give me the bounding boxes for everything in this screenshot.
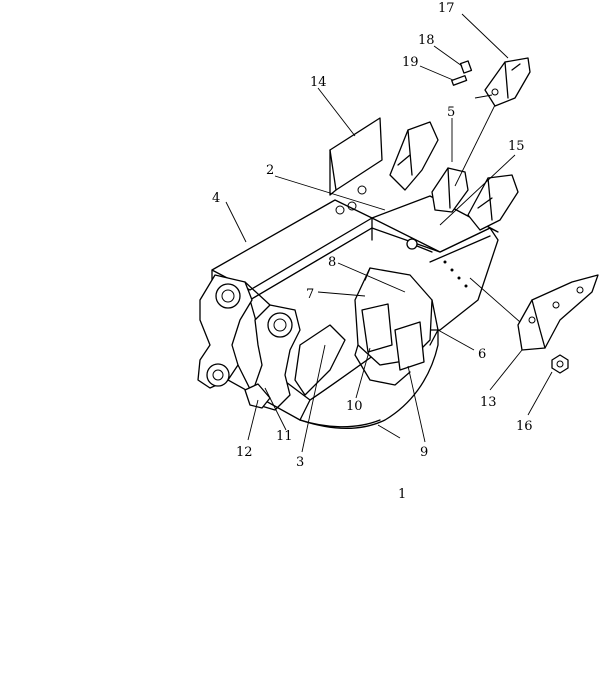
- callout-labels: 1 2 3 4 5 6 7 8 9 10 11 12 13 14 15 16 1…: [212, 1, 533, 502]
- adapter-tooth-right: [467, 174, 519, 231]
- wear-plate-9: [394, 321, 425, 371]
- callout-13: 13: [480, 395, 497, 410]
- callout-15: 15: [508, 139, 525, 154]
- callout-2: 2: [266, 163, 274, 178]
- callout-3: 3: [296, 455, 304, 470]
- cutting-edge: [371, 195, 499, 253]
- callout-8: 8: [328, 255, 336, 270]
- bolt-15: [406, 238, 433, 253]
- boss-lower-left: [206, 363, 230, 387]
- pin-18: [459, 60, 473, 74]
- callout-17: 17: [438, 1, 455, 16]
- callout-12: 12: [236, 445, 253, 460]
- callout-14: 14: [310, 75, 327, 90]
- pin-19: [451, 75, 468, 86]
- side-cutter-14: [329, 117, 383, 191]
- bucket-assembly: [197, 185, 499, 429]
- boss-upper-right: [267, 312, 293, 338]
- wear-plate-10: [361, 303, 393, 353]
- callout-16: 16: [516, 419, 533, 434]
- callout-9: 9: [420, 445, 428, 460]
- hole-dot: [450, 268, 454, 272]
- rib-plate-3: [294, 324, 346, 396]
- nut-16: [551, 354, 569, 374]
- callout-19: 19: [402, 55, 419, 70]
- hole-dot: [464, 284, 468, 288]
- callout-5: 5: [447, 105, 455, 120]
- callout-7: 7: [306, 287, 314, 302]
- leader-lines: [225, 13, 553, 453]
- bracket-12: [244, 383, 271, 409]
- side-cutter-13: [517, 274, 599, 351]
- hole-dot: [457, 276, 461, 280]
- callout-10: 10: [346, 399, 363, 414]
- callout-11: 11: [276, 429, 293, 444]
- rear-bracket: [197, 274, 253, 389]
- callout-18: 18: [418, 33, 435, 48]
- hole: [347, 201, 357, 211]
- boss-upper-left: [215, 283, 241, 309]
- callout-4: 4: [212, 191, 220, 206]
- tooth-17: [484, 57, 531, 107]
- hole-dot: [443, 260, 447, 264]
- callout-6: 6: [478, 347, 486, 362]
- hole: [335, 205, 345, 215]
- hole: [357, 185, 367, 195]
- callout-1: 1: [398, 487, 406, 502]
- adapter-tooth-left: [389, 121, 439, 191]
